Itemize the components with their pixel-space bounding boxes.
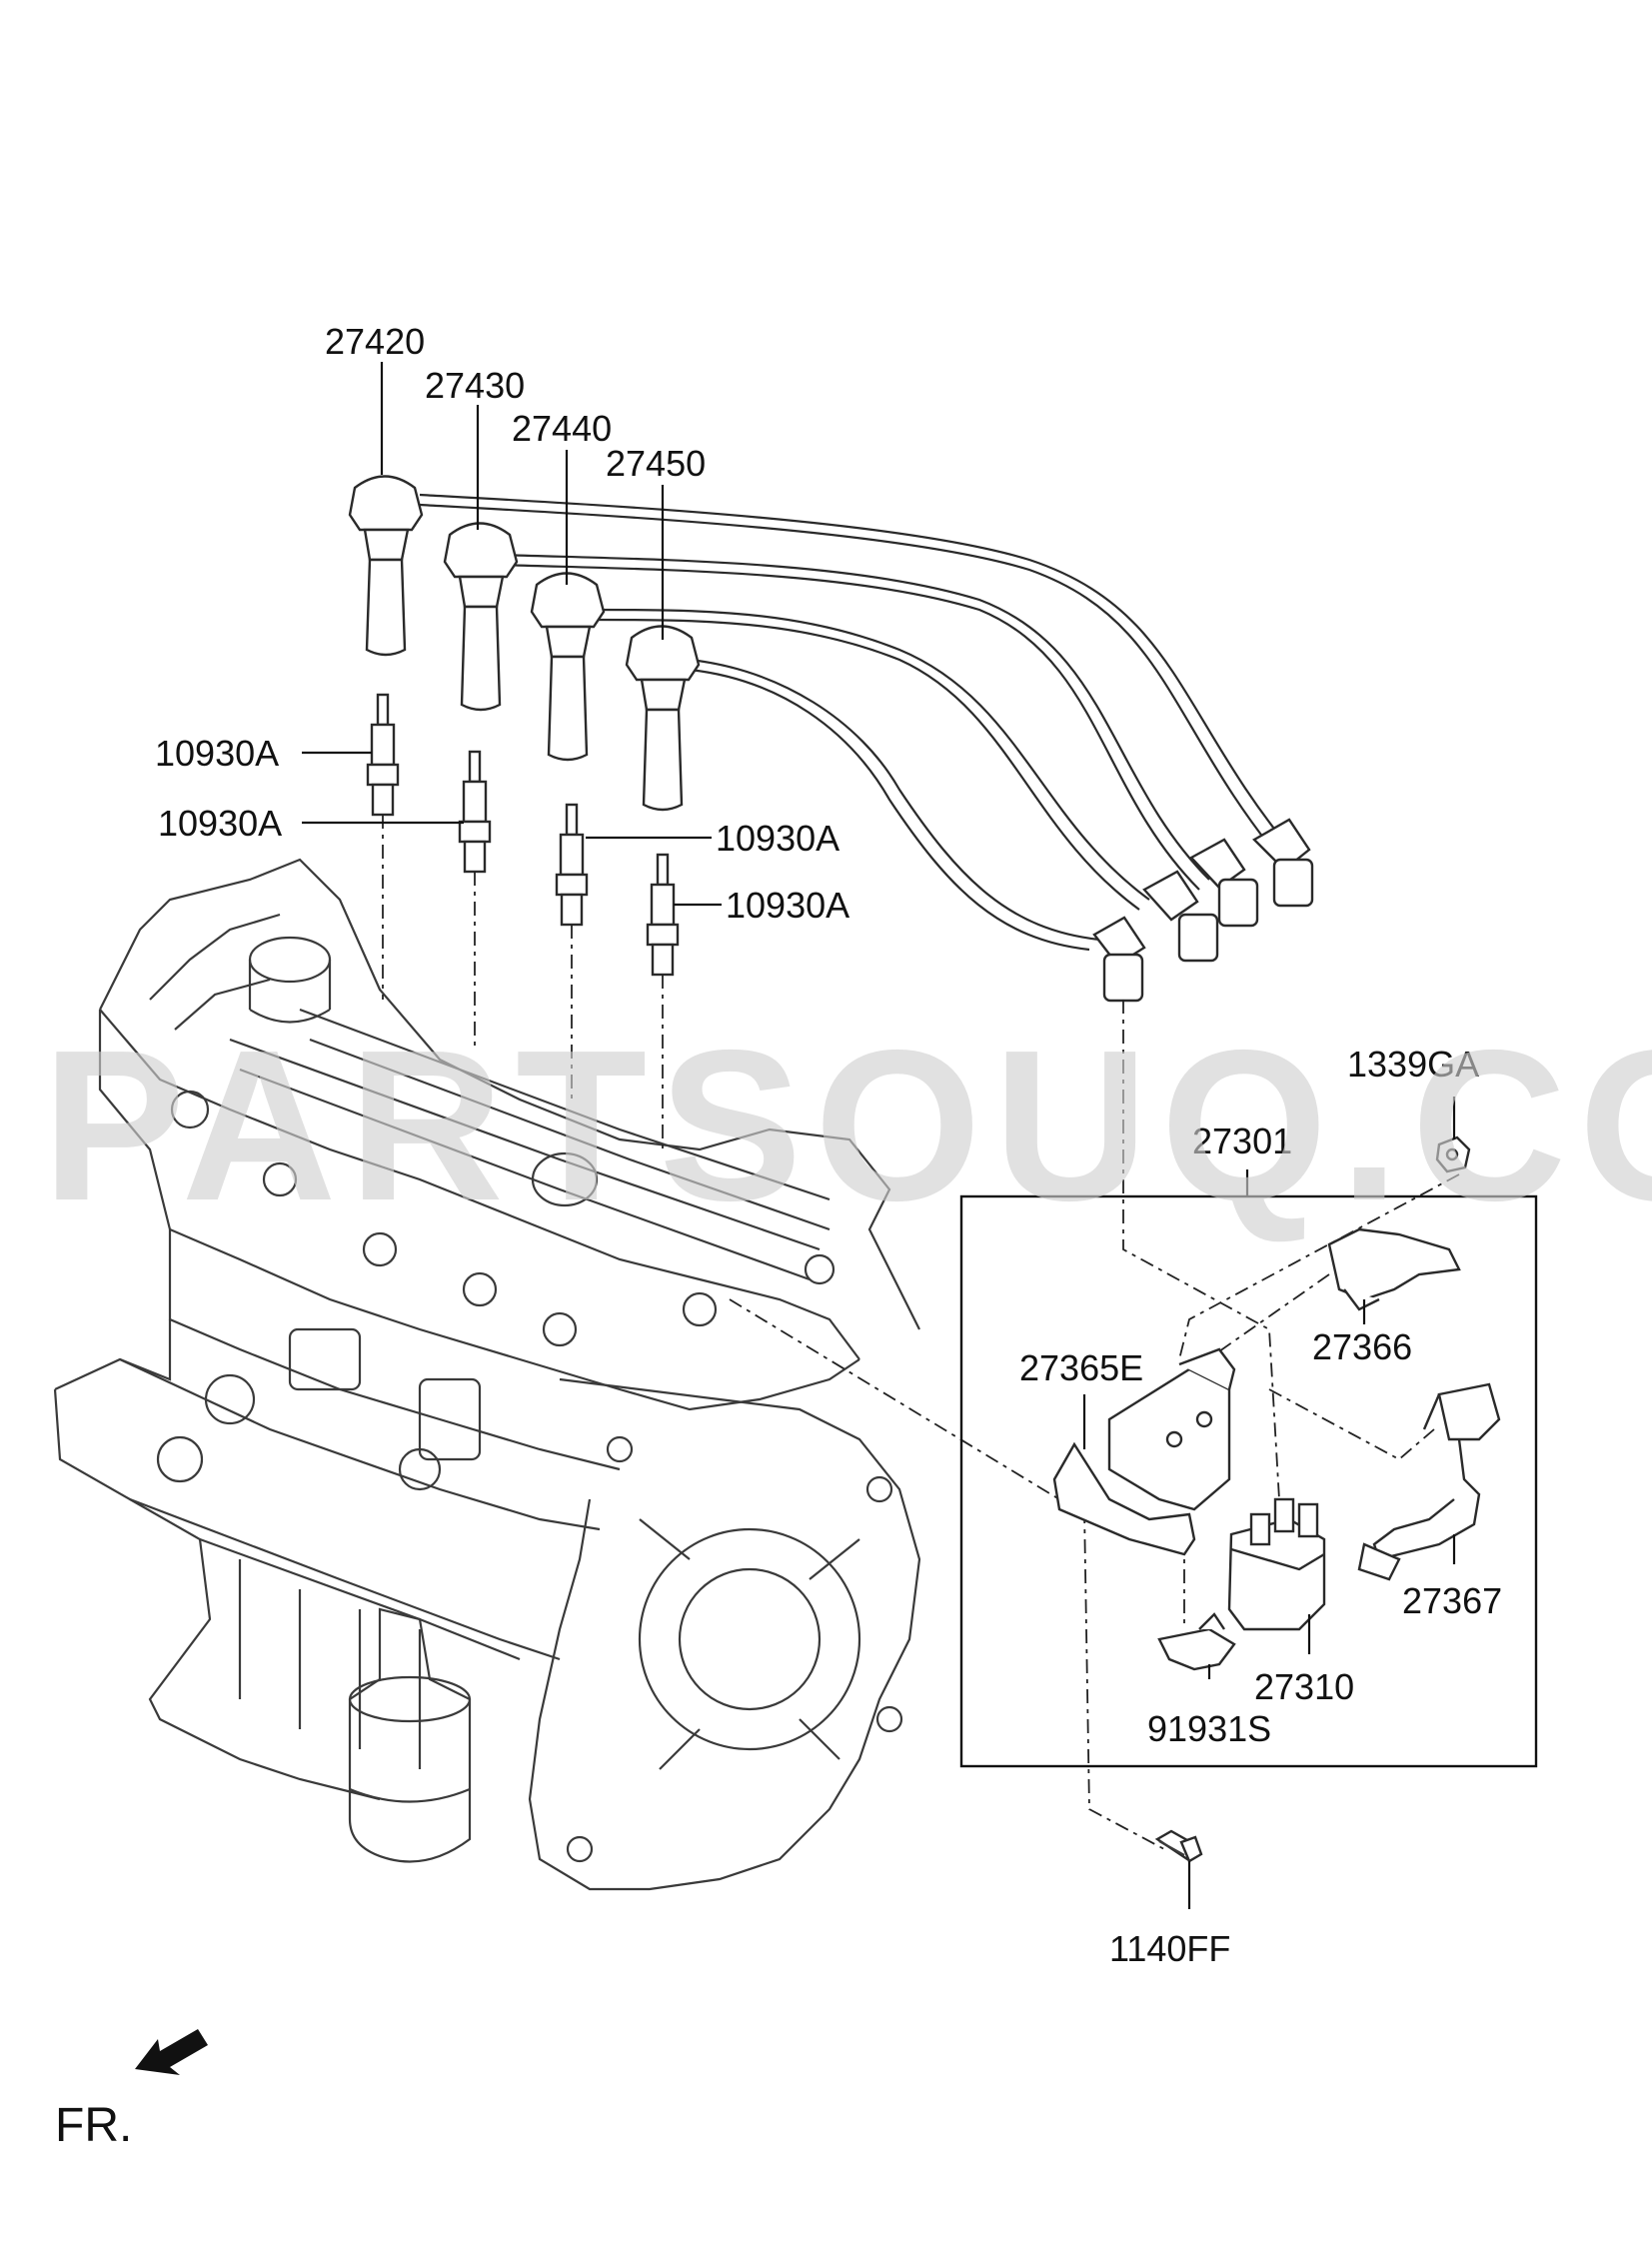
label-27365e: 27365E xyxy=(1019,1347,1143,1388)
spark-plugs xyxy=(366,693,680,977)
leader-lines xyxy=(302,362,1456,1909)
spark-plug-2 xyxy=(458,750,492,874)
plug-wire-boot-27420 xyxy=(348,475,424,657)
nut-1339ga xyxy=(1435,1135,1471,1173)
front-direction-indicator: FR. xyxy=(55,2029,208,2152)
label-1339ga: 1339GA xyxy=(1347,1044,1479,1085)
engine-block xyxy=(53,858,921,1891)
bracket-91931s xyxy=(1157,1612,1236,1671)
coil-terminal-boots xyxy=(1092,818,1314,1003)
label-27450: 27450 xyxy=(606,443,706,484)
label-91931s: 91931S xyxy=(1147,1708,1271,1749)
label-1140ff: 1140FF xyxy=(1109,1928,1230,1969)
plug-wire-boot-27430 xyxy=(443,522,519,712)
label-27367: 27367 xyxy=(1402,1580,1502,1621)
front-arrow-icon xyxy=(135,2029,208,2075)
spark-plug-3 xyxy=(555,803,589,927)
harness-27367 xyxy=(1357,1382,1501,1581)
watermark: PARTSOUQ.COM xyxy=(42,1005,1652,1245)
label-27420: 27420 xyxy=(325,321,425,362)
plug-wire-boot-27450 xyxy=(625,625,701,812)
label-10930a-4: 10930A xyxy=(726,885,849,926)
label-10930a-1: 10930A xyxy=(155,733,279,774)
spark-plug-1 xyxy=(366,693,400,817)
spark-plug-4 xyxy=(646,853,680,977)
clip-27366 xyxy=(1327,1227,1461,1311)
label-27366: 27366 xyxy=(1312,1326,1412,1367)
label-27430: 27430 xyxy=(425,365,525,406)
install-lines xyxy=(382,815,1460,1850)
label-27310: 27310 xyxy=(1254,1666,1354,1707)
ignition-coil-27310 xyxy=(1227,1497,1326,1631)
front-label: FR. xyxy=(55,2099,132,2152)
coil-assembly-parts xyxy=(1052,1135,1501,1671)
label-27301: 27301 xyxy=(1192,1121,1292,1161)
label-27440: 27440 xyxy=(512,408,612,449)
bracket-27365e xyxy=(1052,1347,1236,1556)
plug-wire-boot-27440 xyxy=(530,572,606,762)
part-labels: 27420 27430 27440 27450 10930A 10930A 10… xyxy=(155,321,1502,1969)
ignition-wire-set xyxy=(348,475,1314,1003)
label-10930a-3: 10930A xyxy=(716,818,839,859)
coil-assembly-box xyxy=(959,1194,1538,1768)
label-10930a-2: 10930A xyxy=(158,803,282,844)
bolt-1140ff xyxy=(1154,1829,1203,1863)
